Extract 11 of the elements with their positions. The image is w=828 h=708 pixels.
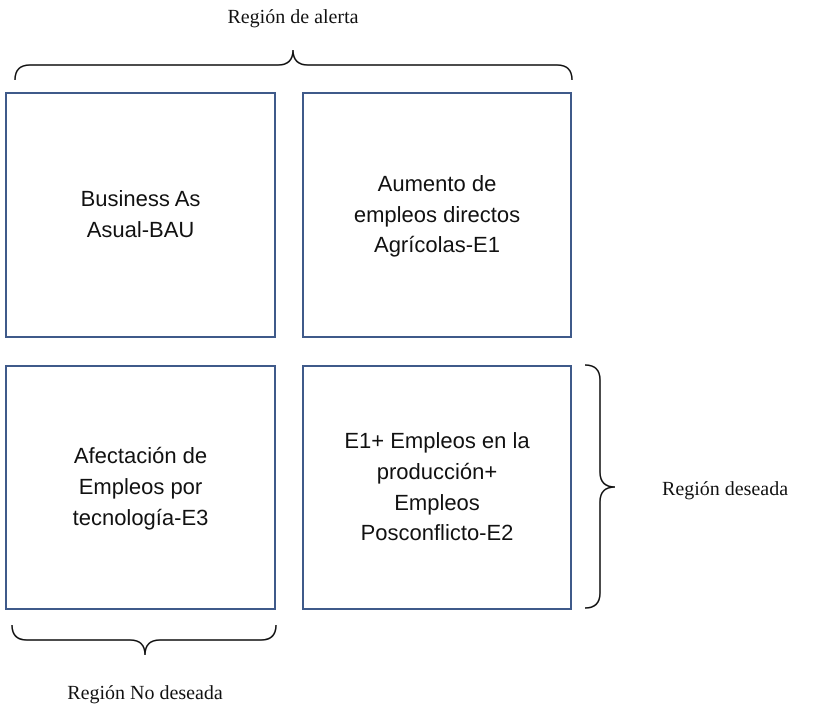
scenario-box (302, 92, 572, 338)
region-label: Región deseada (662, 478, 788, 501)
region-label: Región de alerta (227, 6, 359, 29)
scenario-box (5, 92, 276, 338)
scenario-box (302, 365, 572, 610)
region-label: Región No deseada (67, 682, 223, 705)
scenario-text: Business As Asual-BAU (80, 185, 202, 244)
scenario-text: Aumento de empleos directos Agrícolas-E1 (352, 170, 522, 260)
scenario-box (5, 365, 276, 610)
scenario-text: E1+ Empleos en la producción+ Empleos Posconflicto-E2 (343, 426, 531, 548)
scenario-text: Afectación de Empleos por tecnología-E3 (72, 442, 210, 532)
